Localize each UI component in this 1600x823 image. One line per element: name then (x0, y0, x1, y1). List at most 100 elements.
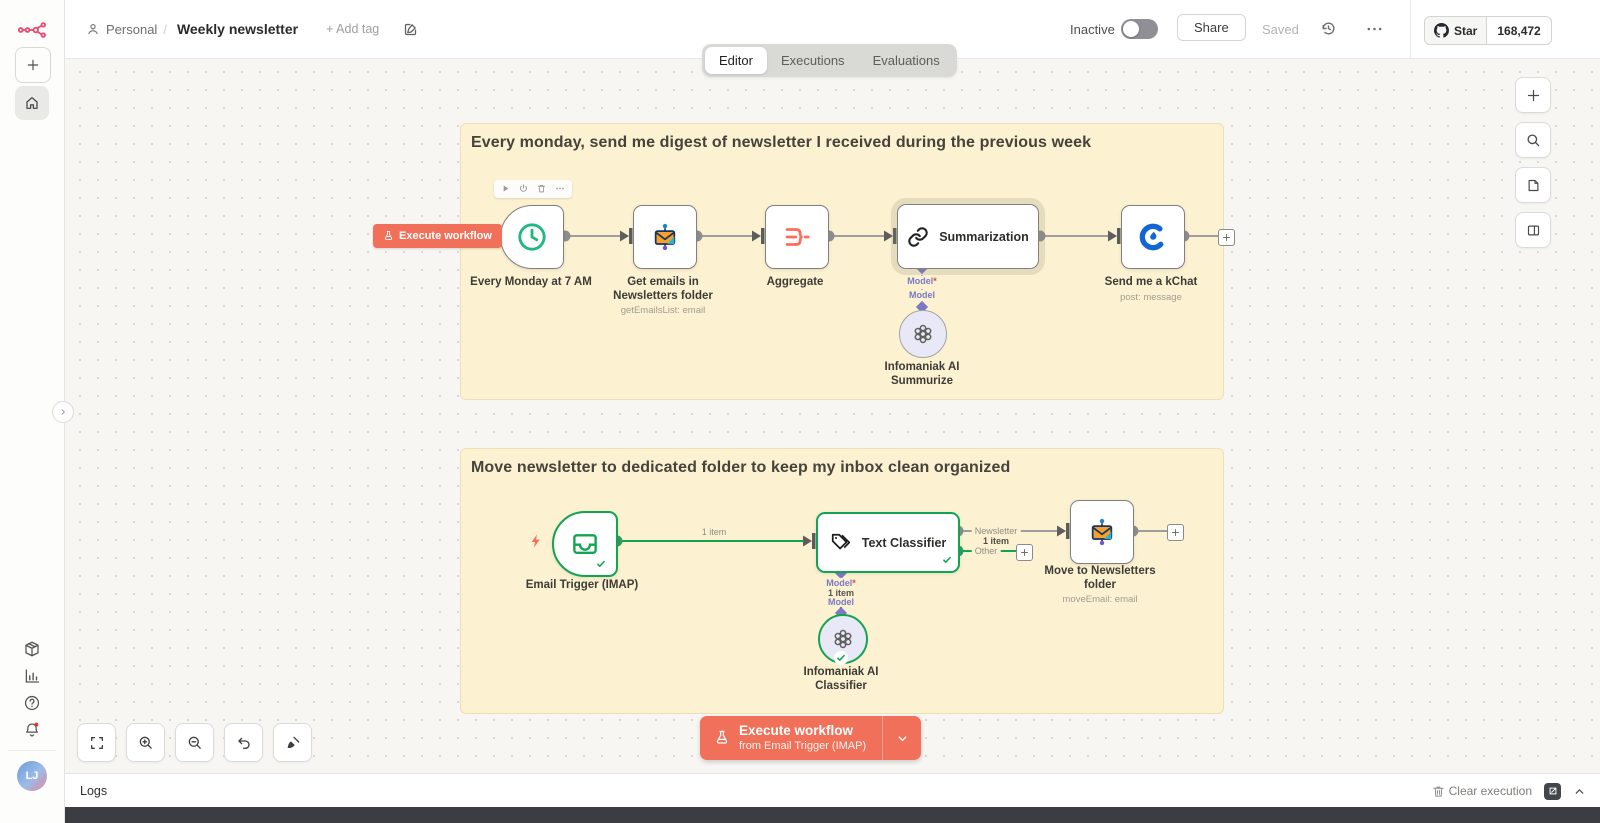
person-icon (88, 23, 98, 35)
sidebar-item-home[interactable] (15, 86, 49, 120)
node-summarization[interactable]: Summarization (897, 204, 1039, 269)
toggle-panel-button[interactable] (1515, 212, 1551, 248)
breadcrumb-project[interactable]: Personal (106, 21, 158, 37)
node-subtitle: moveEmail: email (1062, 594, 1138, 606)
tab-executions[interactable]: Executions (780, 53, 845, 68)
execute-options-dropdown[interactable] (882, 716, 922, 760)
kchat-icon (1139, 223, 1167, 251)
play-icon[interactable] (501, 180, 510, 198)
node-move-to-folder[interactable] (1070, 500, 1134, 564)
node-label: Text Classifier (861, 535, 947, 550)
github-star-button[interactable]: Star (1425, 17, 1488, 44)
user-avatar[interactable]: LJ (17, 761, 47, 791)
active-toggle[interactable] (1121, 19, 1158, 39)
open-logs-window-button[interactable] (1544, 782, 1561, 800)
add-node-plus-button[interactable] (1218, 229, 1235, 246)
home-icon (26, 97, 38, 109)
fit-view-button[interactable] (77, 723, 116, 762)
trash-icon (1433, 786, 1444, 797)
tidy-up-button[interactable] (273, 723, 312, 762)
execute-workflow-button[interactable]: Execute workflow (373, 224, 502, 248)
workflow-title[interactable]: Weekly newsletter (176, 21, 299, 37)
zoom-in-icon (139, 736, 152, 749)
view-tabs: Editor Executions Evaluations (702, 44, 957, 77)
undo-button[interactable] (224, 723, 263, 762)
share-button[interactable]: Share (1177, 14, 1246, 41)
add-node-plus-button[interactable] (1016, 544, 1033, 561)
model-connector-label: Model* (823, 578, 859, 588)
plus-icon (1223, 234, 1230, 241)
header-divider (1410, 0, 1411, 58)
execute-workflow-main-button[interactable]: Execute workflow from Email Trigger (IMA… (700, 716, 883, 760)
success-check-icon (940, 553, 954, 567)
zoom-out-icon (188, 736, 201, 749)
logs-title: Logs (80, 784, 108, 798)
model-connector-label: Model (825, 597, 857, 607)
sticky-note-title: Every monday, send me digest of newslett… (471, 134, 1092, 151)
github-star-widget[interactable]: Star 168,472 (1424, 16, 1552, 45)
sidebar-item-templates[interactable] (20, 637, 44, 661)
zoom-in-button[interactable] (126, 723, 165, 762)
sidebar-expand-button[interactable] (52, 401, 74, 423)
execute-workflow-label: Execute workflow (739, 722, 854, 738)
undo-icon (237, 737, 250, 749)
clear-execution-button[interactable]: Clear execution (1432, 784, 1532, 798)
node-subtitle: getEmailsList: email (620, 305, 706, 317)
add-tag-button[interactable]: + Add tag (326, 22, 380, 36)
tab-evaluations[interactable]: Evaluations (872, 53, 940, 68)
sidebar-item-notifications[interactable] (20, 718, 44, 742)
sticky-note-move-newsletter[interactable]: Move newsletter to dedicated folder to k… (460, 448, 1224, 714)
success-check-icon (594, 557, 608, 571)
node-label: Summarization (939, 229, 1029, 244)
more-menu-icon[interactable] (1366, 25, 1383, 33)
broom-icon (287, 736, 299, 748)
sticky-note-weekly-digest[interactable]: Every monday, send me digest of newslett… (460, 123, 1224, 400)
node-get-emails[interactable] (633, 205, 697, 269)
aggregate-icon (785, 228, 810, 246)
add-node-button[interactable] (1515, 77, 1551, 113)
tags-icon (831, 533, 850, 549)
history-icon[interactable] (1320, 20, 1337, 37)
node-text-classifier[interactable]: Text Classifier (816, 512, 960, 573)
clock-icon (518, 223, 546, 251)
github-star-count[interactable]: 168,472 (1497, 23, 1541, 38)
search-button[interactable] (1515, 122, 1551, 158)
ai-model-icon (914, 324, 932, 344)
tab-editor[interactable]: Editor (705, 47, 767, 74)
github-icon (1434, 23, 1449, 38)
node-label: Aggregate (766, 276, 824, 288)
sidebar-item-help[interactable] (20, 691, 44, 715)
zoom-out-button[interactable] (175, 723, 214, 762)
success-check-icon (834, 651, 848, 665)
lightning-bolt-icon (531, 534, 540, 548)
output-newsletter-label: Newsletter (971, 526, 1021, 536)
node-schedule-trigger[interactable] (500, 205, 564, 269)
node-email-trigger-imap[interactable] (552, 511, 618, 577)
power-icon[interactable] (519, 180, 528, 198)
plus-icon (1172, 529, 1179, 536)
model-connector-label: Model* (904, 276, 940, 286)
plus-icon (1527, 89, 1539, 101)
node-infomaniak-ai-summarize[interactable] (899, 310, 947, 358)
node-aggregate[interactable] (765, 205, 829, 269)
node-kchat[interactable] (1121, 205, 1185, 269)
logs-panel-header[interactable]: Logs Clear execution (64, 773, 1600, 808)
add-node-plus-button[interactable] (1167, 524, 1184, 541)
edit-icon[interactable] (403, 22, 418, 37)
bell-icon (26, 722, 39, 737)
node-label: Send me a kChat post: message (1066, 276, 1236, 303)
chevron-right-icon (61, 409, 65, 415)
new-workflow-button[interactable] (15, 47, 51, 83)
sticky-note-title: Move newsletter to dedicated folder to k… (471, 459, 1011, 476)
inbox-icon (573, 534, 597, 554)
add-sticky-note-button[interactable] (1515, 167, 1551, 203)
execute-workflow-label: Execute workflow (399, 230, 492, 242)
chevron-up-icon[interactable] (1573, 785, 1586, 798)
sidebar-item-insights[interactable] (20, 664, 44, 688)
more-icon[interactable] (555, 180, 565, 198)
trash-icon[interactable] (537, 180, 546, 198)
model-connector-label: Model (906, 290, 938, 300)
